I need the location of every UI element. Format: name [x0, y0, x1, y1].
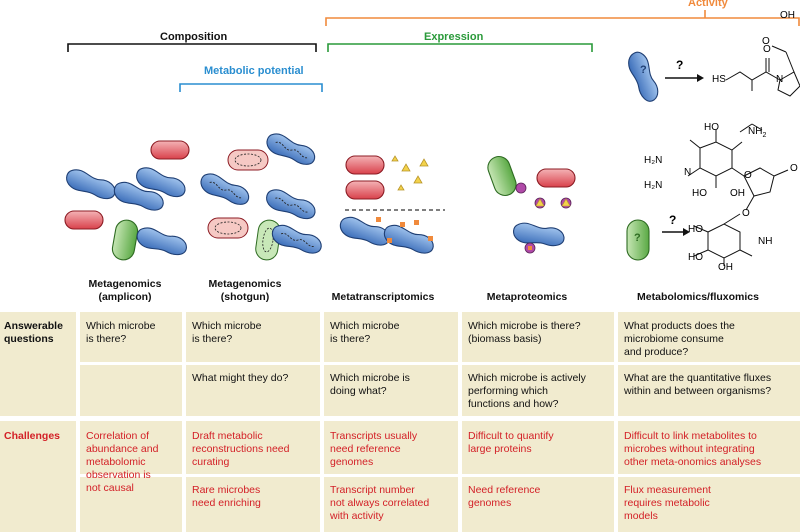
atom-label: H₂N — [644, 155, 663, 166]
activity-header: Activity — [688, 0, 728, 9]
challenges-label: Challenges — [4, 430, 61, 442]
green-microbe — [110, 217, 140, 263]
answerable-cell: Which microbe is there?(biomass basis) — [468, 320, 581, 345]
column-title-shotgun: Metagenomics(shotgun) — [208, 278, 282, 303]
metabolic-potential-bracket — [179, 83, 323, 92]
red-microbe — [536, 168, 576, 188]
top-molecule — [725, 45, 800, 97]
atom-label: HO — [688, 224, 703, 235]
atom-label: HO — [688, 252, 703, 263]
amplicon-illustration — [62, 140, 190, 263]
metatranscriptomics-illustration — [336, 155, 445, 259]
brackets-layer — [67, 10, 800, 92]
red-microbe — [150, 140, 190, 160]
expression-bracket — [327, 43, 593, 52]
illustrations-layer — [62, 45, 800, 266]
atom-label: OH — [780, 10, 795, 21]
metaproteomics-illustration — [484, 152, 576, 254]
column-title-amplicon: Metagenomics(amplicon) — [88, 278, 162, 303]
red-microbe — [345, 180, 385, 200]
atom-label: NH2 — [748, 126, 767, 139]
question-mark-top: ? — [676, 58, 684, 72]
answerable-cell: What might they do? — [192, 372, 289, 384]
atom-label: H₂N — [644, 180, 663, 191]
atom-label: N — [776, 74, 784, 85]
expression-header: Expression — [424, 31, 484, 43]
atom-label: O — [744, 170, 752, 181]
metabolic-potential-header: Metabolic potential — [204, 65, 304, 77]
shotgun-illustration — [196, 129, 325, 261]
red-microbe — [345, 155, 385, 175]
atom-label: HO — [704, 122, 719, 133]
atom-label: N — [684, 167, 692, 178]
atom-label: HS — [712, 74, 726, 85]
atom-label: O — [762, 36, 770, 47]
atom-label: O — [790, 163, 798, 174]
column-title-metaproteomics: Metaproteomics — [486, 291, 568, 303]
atom-label: NH — [758, 236, 773, 247]
composition-bracket — [67, 43, 317, 52]
atom-label: OH — [730, 188, 745, 199]
bottom-molecule — [687, 123, 789, 266]
question-mark-bottom: ? — [669, 213, 677, 227]
atom-label: HO — [692, 188, 707, 199]
atom-label: OH — [718, 262, 733, 273]
green-microbe — [484, 152, 520, 200]
blue-microbe — [133, 224, 190, 260]
blue-microbe — [62, 165, 119, 205]
metabolomics-illustration — [624, 45, 800, 266]
microbe-question-mark-top: ? — [640, 64, 647, 76]
column-title-metatranscriptomics: Metatranscriptomics — [331, 291, 435, 303]
atom-label: O — [742, 208, 750, 219]
blue-microbe — [336, 213, 393, 251]
column-title-metabolomics: Metabolomics/fluxomics — [637, 291, 759, 303]
microbe-question-mark-bottom: ? — [634, 232, 641, 244]
activity-bracket — [325, 17, 800, 26]
composition-header: Composition — [160, 31, 228, 43]
blue-microbe — [511, 220, 567, 250]
atom-label: O — [763, 44, 771, 55]
blue-microbe — [624, 49, 662, 105]
red-microbe — [64, 210, 104, 230]
